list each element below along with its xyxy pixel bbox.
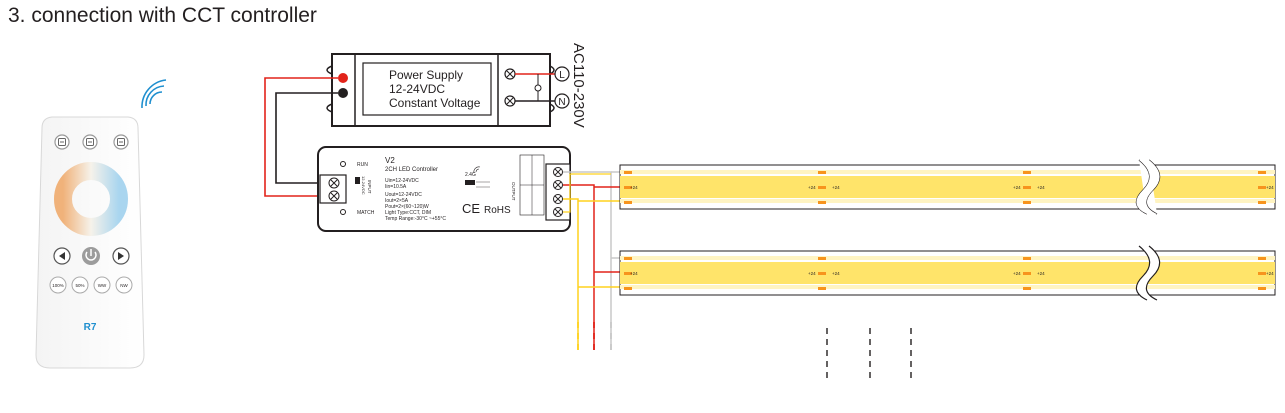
svg-text:+24: +24 xyxy=(1037,271,1045,276)
ac-screw-terminal-n xyxy=(504,95,516,107)
input-label: INPUT xyxy=(367,180,372,194)
rohs-mark: RoHS xyxy=(484,205,511,216)
ac-voltage-label: AC110-230V xyxy=(570,43,587,128)
svg-text:+24: +24 xyxy=(1013,271,1021,276)
svg-text:+24: +24 xyxy=(1037,185,1045,190)
output-terminal-2 xyxy=(553,180,563,190)
led-controller: RUN MATCH INPUT 12-24VDC V2 2CH LED Cont… xyxy=(317,146,571,232)
preset-nw-button[interactable]: NW xyxy=(115,276,133,294)
output-label: OUTPUT xyxy=(511,182,516,201)
psu-label-line2: 12-24VDC xyxy=(389,82,445,96)
svg-text:+24: +24 xyxy=(1013,185,1021,190)
strip2-pads xyxy=(624,257,1266,290)
strip-break-mark-1 xyxy=(1135,159,1161,215)
controller-pout: Pout=2×(60~120)W xyxy=(385,204,429,210)
neutral-terminal-n: N xyxy=(554,93,570,109)
controller-iout: Iout=2×5A xyxy=(385,198,409,204)
output-terminal-3 xyxy=(553,194,563,204)
wire-continuation-dashes xyxy=(577,322,612,352)
controller-input-terminal-pos xyxy=(328,190,340,202)
psu-label-line3: Constant Voltage xyxy=(389,96,481,110)
svg-text:+24: +24 xyxy=(1266,271,1274,276)
svg-text:50%: 50% xyxy=(75,283,84,288)
page-title: 3. connection with CCT controller xyxy=(8,4,317,27)
psu-label-line1: Power Supply xyxy=(389,68,463,82)
svg-text:+24: +24 xyxy=(808,271,816,276)
led-strip-1 xyxy=(619,164,1276,210)
psu-negative-terminal xyxy=(338,88,348,98)
output-terminal-1 xyxy=(553,167,563,177)
line-terminal-l: L xyxy=(554,66,570,82)
svg-text:+24: +24 xyxy=(832,185,840,190)
controller-uout: Uout=12-24VDC xyxy=(385,192,422,198)
controller-input-terminal-neg xyxy=(328,177,340,189)
preset-50-button[interactable]: 50% xyxy=(71,276,89,294)
match-button-label: MATCH xyxy=(357,210,375,216)
save-button-2[interactable] xyxy=(82,134,98,150)
svg-text:L: L xyxy=(559,70,565,81)
controller-iin: Iin=10.5A xyxy=(385,184,407,190)
more-strips-indicator xyxy=(826,328,912,380)
controller-model: V2 xyxy=(385,156,395,165)
svg-text:N: N xyxy=(558,97,565,108)
remote-model-label: R7 xyxy=(84,322,97,333)
save-button-1[interactable] xyxy=(54,134,70,150)
wifi-signal-icon xyxy=(141,79,167,109)
svg-text:+24: +24 xyxy=(630,271,638,276)
cct-color-ring[interactable] xyxy=(54,162,128,236)
right-arrow-button[interactable] xyxy=(112,247,130,265)
svg-text:100%: 100% xyxy=(52,283,64,288)
left-arrow-button[interactable] xyxy=(53,247,71,265)
controller-temp-range: Temp Range:-30°C ~+55°C xyxy=(385,216,446,222)
run-indicator-label: RUN xyxy=(357,162,368,168)
preset-ww-button[interactable]: WW xyxy=(93,276,111,294)
svg-text:+24: +24 xyxy=(832,271,840,276)
svg-text:+24: +24 xyxy=(1266,185,1274,190)
strip-break-mark-2 xyxy=(1135,245,1161,301)
controller-name: 2CH LED Controller xyxy=(385,167,438,173)
svg-text:NW: NW xyxy=(120,283,128,288)
frequency-label: 2.4G xyxy=(465,172,476,178)
power-button[interactable] xyxy=(82,247,100,265)
controller-light-type: Light Type:CCT, DIM xyxy=(385,210,431,216)
controller-uin: Uin=12-24VDC xyxy=(385,178,419,184)
ac-screw-terminal-l xyxy=(504,68,516,80)
svg-text:+24: +24 xyxy=(630,185,638,190)
output-wires xyxy=(563,171,621,350)
antenna-signal-icon xyxy=(473,166,481,174)
ce-mark: CE xyxy=(462,201,480,216)
strip-pad-labels: +24 +24 +24 +24 +24 +24 +24 +24 +24 +24 … xyxy=(630,185,1274,276)
save-button-3[interactable] xyxy=(113,134,129,150)
psu-positive-terminal xyxy=(338,73,348,83)
match-button[interactable] xyxy=(355,177,360,184)
svg-text:+24: +24 xyxy=(808,185,816,190)
input-voltage-label: 12-24VDC xyxy=(361,176,366,195)
remote-control: 100% 50% WW NW R7 xyxy=(35,116,145,369)
svg-text:WW: WW xyxy=(98,283,107,288)
preset-100-button[interactable]: 100% xyxy=(49,276,67,294)
output-terminal-4 xyxy=(553,207,563,217)
led-strip-2 xyxy=(619,250,1276,296)
power-supply: Power Supply 12-24VDC Constant Voltage xyxy=(326,53,555,127)
dip-switch xyxy=(465,180,475,185)
strip1-pads xyxy=(624,171,1266,204)
